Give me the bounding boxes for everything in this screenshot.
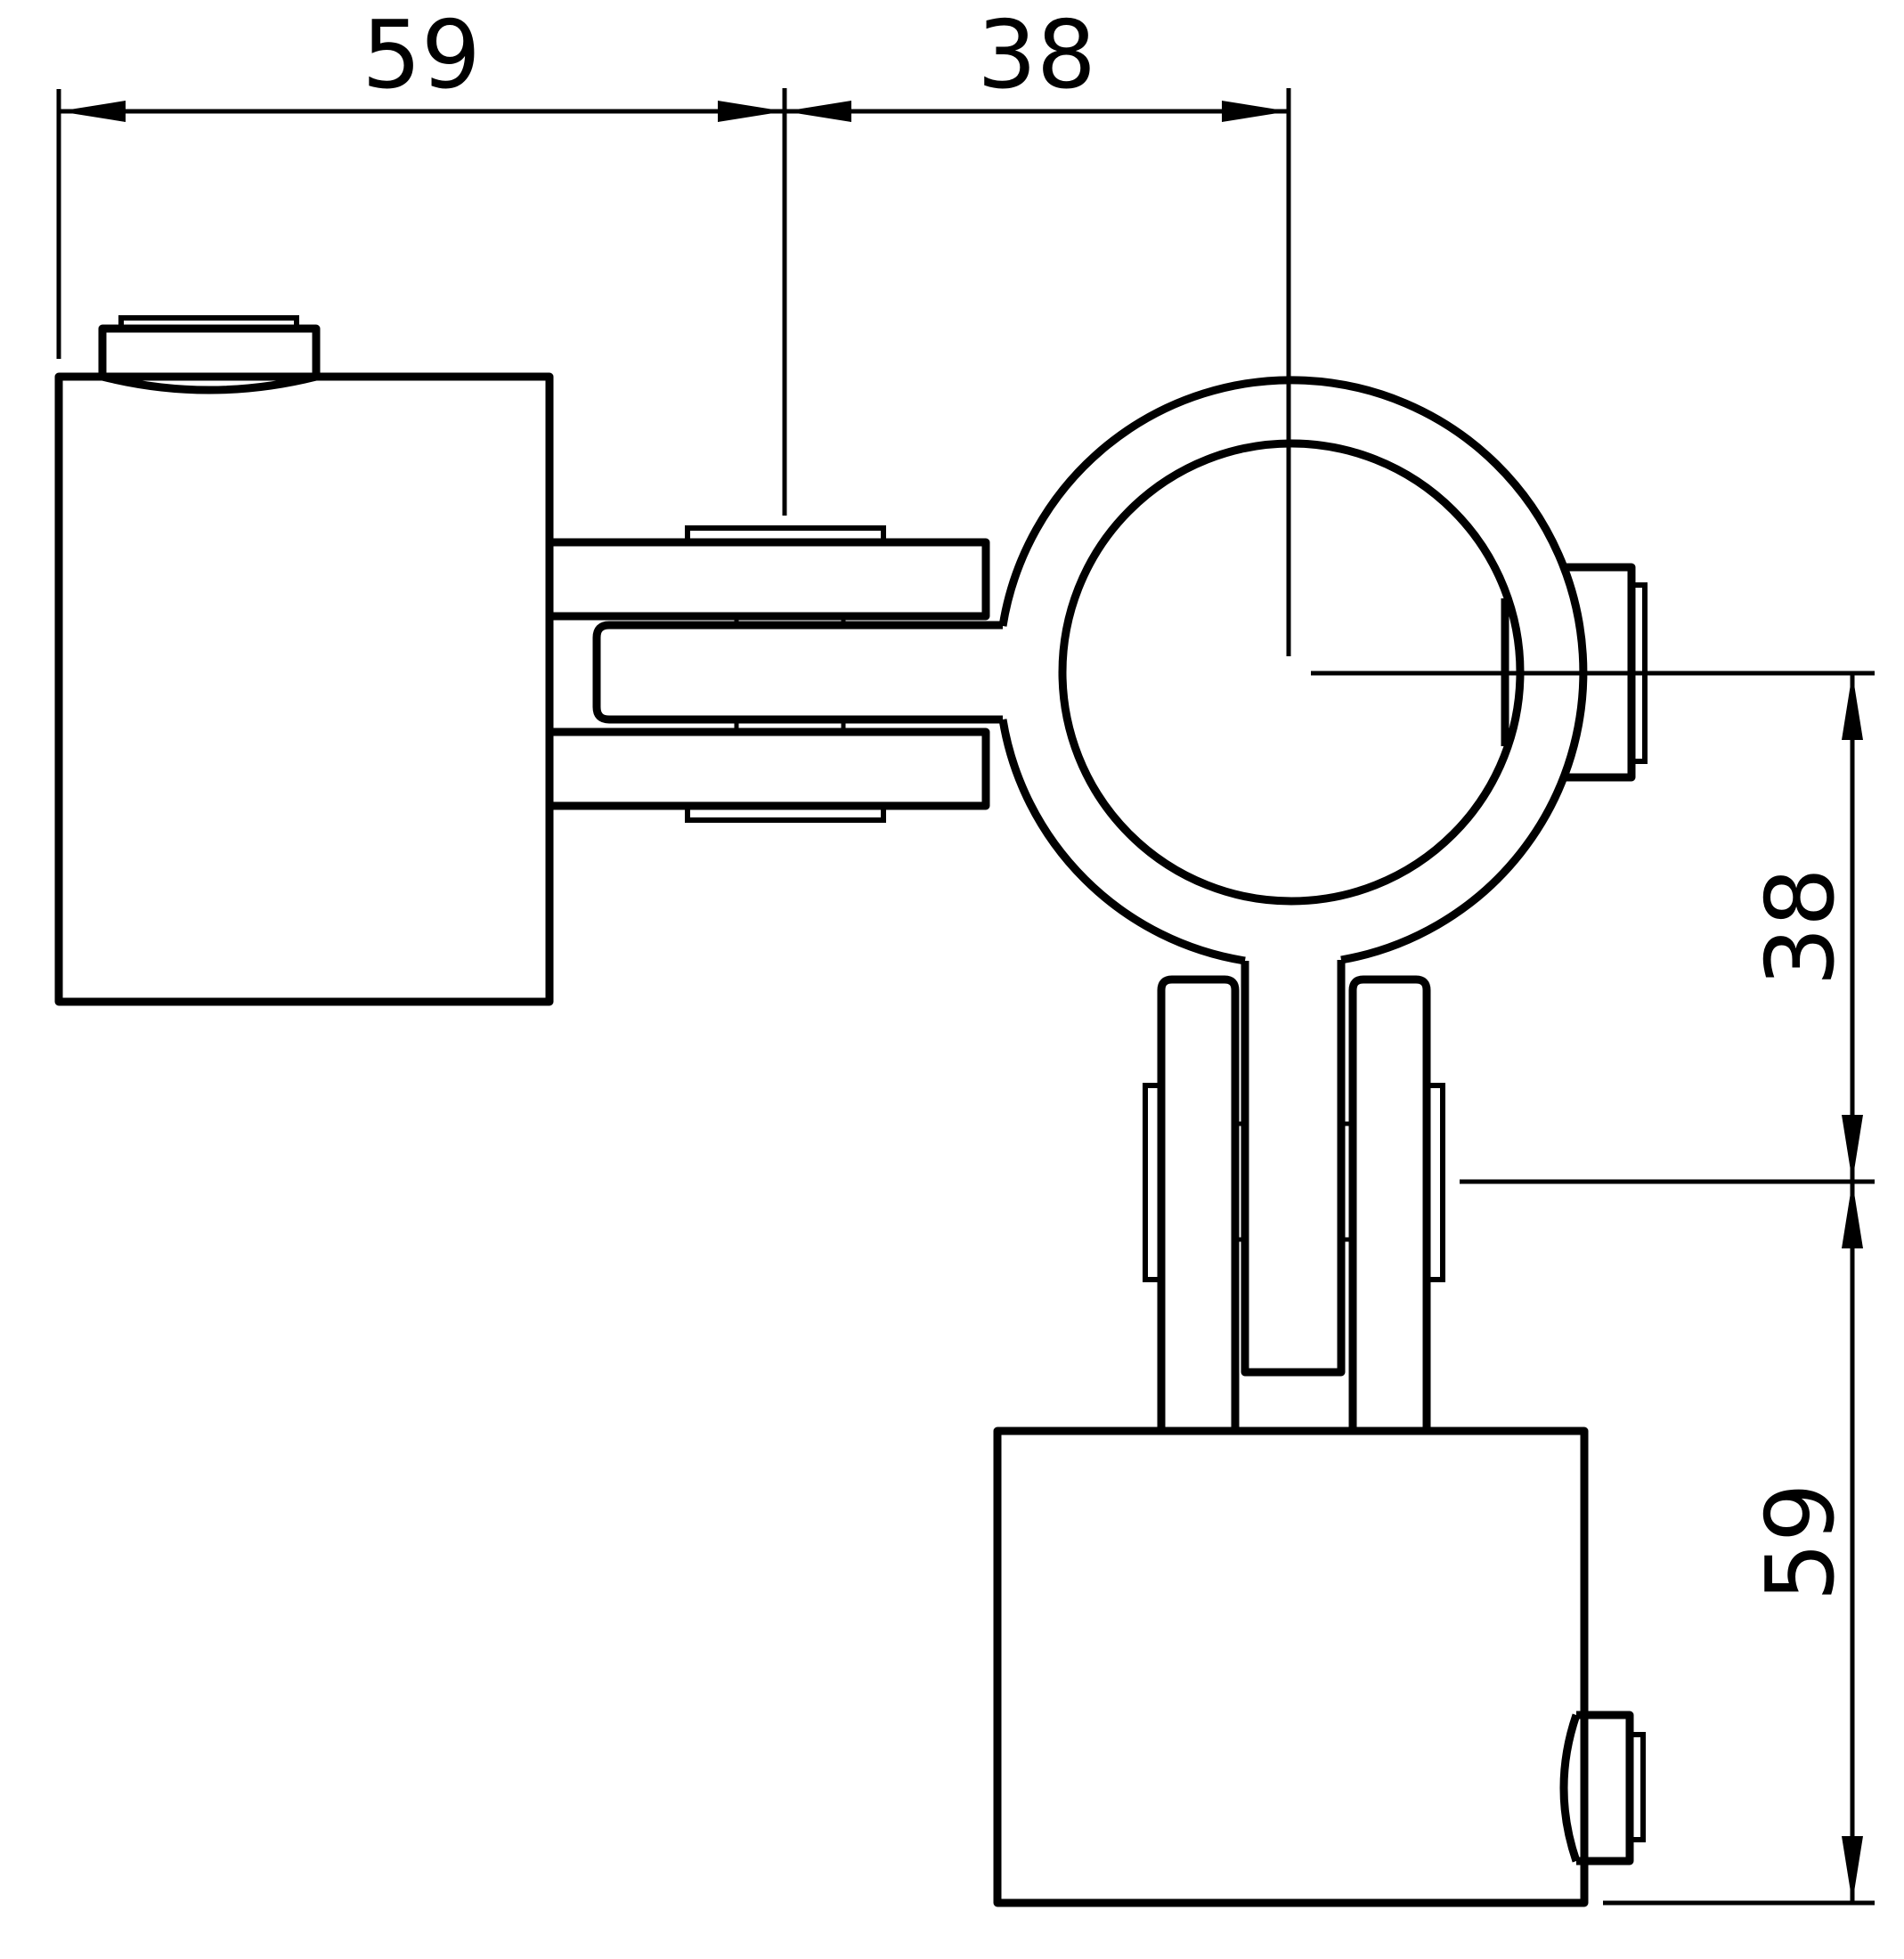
dimension-top-horizontal: 59 38 bbox=[56, 1, 1291, 656]
arrowhead-down-icon bbox=[1842, 1115, 1863, 1182]
left-socket-sleeve bbox=[54, 315, 554, 1006]
dim-label-right-38: 38 bbox=[1746, 867, 1855, 987]
left-hinge-joint bbox=[545, 525, 1003, 823]
pivot-pin-edges-bottom bbox=[1235, 1121, 1353, 1242]
fork-plate-bottom bbox=[545, 728, 990, 810]
arrowhead-up-icon bbox=[1842, 673, 1863, 740]
pin-head-strip-top bbox=[685, 525, 886, 545]
left-sleeve-cap-curve bbox=[101, 372, 318, 394]
pivot-pin-edges-left bbox=[734, 616, 846, 732]
pin-head-strip-bottom bbox=[685, 803, 886, 823]
arrowhead-up-icon bbox=[1842, 1182, 1863, 1248]
central-ring-clamp bbox=[998, 376, 1648, 1377]
ring-outer-arc-lower-left bbox=[998, 719, 1246, 965]
dim-label-top-59: 59 bbox=[362, 1, 481, 110]
arrowhead-right-icon bbox=[1222, 101, 1289, 122]
bottom-setscrew-head bbox=[1627, 1732, 1646, 1842]
fork-plate-top bbox=[545, 538, 990, 621]
bottom-sleeve-body bbox=[993, 1427, 1589, 1907]
left-sleeve-cap bbox=[98, 324, 321, 381]
pin-head-plate-left bbox=[1143, 1083, 1164, 1282]
ring-tab-left bbox=[592, 621, 1003, 724]
bottom-hinge-joint bbox=[1143, 975, 1445, 1431]
arrowhead-left-icon bbox=[59, 101, 126, 122]
left-sleeve-cap-lip bbox=[118, 315, 299, 331]
bottom-socket-sleeve bbox=[993, 1427, 1646, 1907]
ring-tab-bottom-stem bbox=[1241, 960, 1346, 1377]
dim-label-right-59: 59 bbox=[1746, 1483, 1855, 1602]
arrowhead-left-icon bbox=[785, 101, 851, 122]
arrowhead-down-icon bbox=[1842, 1836, 1863, 1903]
bottom-setscrew-boss-curve bbox=[1559, 1713, 1581, 1863]
dim-label-top-38: 38 bbox=[977, 1, 1096, 110]
dimension-right-vertical: 38 59 bbox=[1311, 671, 1875, 1906]
arrowhead-right-icon bbox=[718, 101, 785, 122]
fork-bar-left bbox=[1157, 975, 1240, 1431]
ring-outer-arc-main bbox=[998, 376, 1588, 964]
pin-head-plate-right bbox=[1424, 1083, 1445, 1282]
fork-bar-right bbox=[1348, 975, 1431, 1431]
left-sleeve-body bbox=[54, 372, 554, 1006]
